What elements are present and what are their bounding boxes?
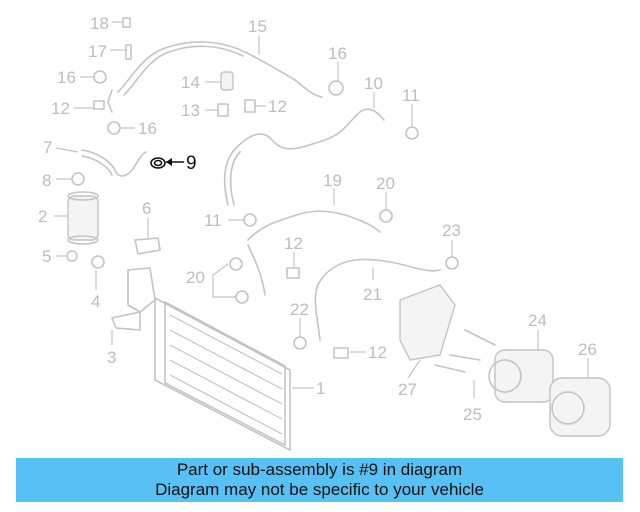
hose-19 <box>247 210 381 296</box>
label-17: 17 <box>88 42 107 61</box>
label-8: 8 <box>42 171 51 190</box>
bolts-25 <box>434 329 496 373</box>
label-19: 19 <box>323 171 342 190</box>
clip-6 <box>134 237 161 255</box>
condenser-1 <box>154 297 291 451</box>
label-2: 2 <box>38 207 47 226</box>
parts-diagram: 18 17 16 15 16 14 12 13 12 16 10 11 7 9 … <box>38 14 611 451</box>
label-16b: 16 <box>328 44 347 63</box>
bracket-4 <box>111 267 156 331</box>
label-20b: 20 <box>186 268 205 287</box>
label-12c: 12 <box>284 234 303 253</box>
part-labels: 18 17 16 15 16 14 12 13 12 16 10 11 7 9 … <box>38 14 597 424</box>
line-left-18 <box>107 89 113 113</box>
compressor-24 <box>488 349 554 403</box>
label-1: 1 <box>316 379 325 398</box>
label-9: 9 <box>186 153 197 174</box>
caption-line-2: Diagram may not be specific to your vehi… <box>155 480 484 499</box>
label-12b: 12 <box>268 97 287 116</box>
label-25: 25 <box>463 405 482 424</box>
hose-10 <box>223 108 385 206</box>
leader-lines <box>54 21 589 398</box>
label-20: 20 <box>376 174 395 193</box>
label-12d: 12 <box>368 343 387 362</box>
caption-line-1: Part or sub-assembly is #9 in diagram <box>176 460 463 479</box>
label-16: 16 <box>57 68 76 87</box>
o-ring-9 <box>150 157 184 169</box>
label-6: 6 <box>142 199 151 218</box>
label-15: 15 <box>248 17 267 36</box>
bracket-27 <box>399 284 456 361</box>
label-18: 18 <box>90 14 109 33</box>
label-14: 14 <box>181 73 200 92</box>
hose-15 <box>117 41 323 98</box>
label-27: 27 <box>398 380 417 399</box>
label-4: 4 <box>91 292 100 311</box>
grommet-5 <box>66 250 105 269</box>
label-5: 5 <box>42 247 51 266</box>
drier-2 <box>67 191 99 245</box>
label-11: 11 <box>402 86 420 105</box>
caption-banner: Part or sub-assembly is #9 in diagram Di… <box>16 458 623 502</box>
label-16c: 16 <box>138 119 157 138</box>
hose-7 <box>81 149 147 177</box>
label-12: 12 <box>51 99 70 118</box>
label-11b: 11 <box>204 211 222 230</box>
label-22: 22 <box>290 300 309 319</box>
label-3: 3 <box>107 348 116 367</box>
label-7: 7 <box>43 138 52 157</box>
compressor-26 <box>549 377 611 437</box>
label-23: 23 <box>442 221 461 240</box>
label-13: 13 <box>181 101 200 120</box>
label-10: 10 <box>364 74 383 93</box>
label-24: 24 <box>528 311 547 330</box>
label-26: 26 <box>578 340 597 359</box>
label-21: 21 <box>363 285 382 304</box>
hose-21 <box>314 258 441 341</box>
